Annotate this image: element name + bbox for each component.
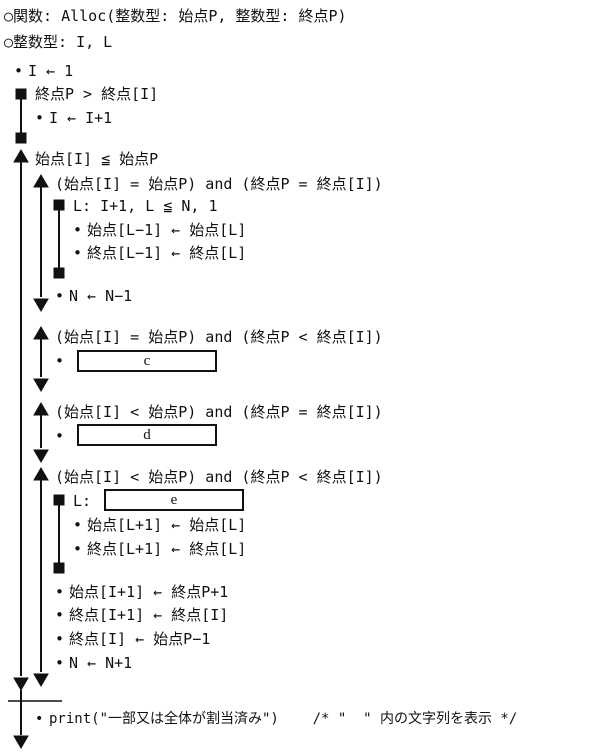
line-condition-1: 始点[I] ≦ 始点P	[35, 150, 159, 168]
line-assign-5: •始点[I+1] ← 終点P+1	[55, 583, 229, 601]
line-n-increment: •N ← N+1	[55, 654, 133, 672]
line-while-condition: 終点P > 終点[I]	[35, 85, 159, 103]
outer-branch-bottom-arrow	[13, 677, 29, 691]
else-bottom-arrow	[13, 735, 29, 749]
loop3-start-marker	[53, 494, 65, 506]
blank-box-c: c	[77, 350, 217, 372]
line-assign-2: •終点[L−1] ← 終点[L]	[73, 244, 247, 262]
line-loop-2-label: L:	[73, 492, 92, 510]
branch4-top-arrow	[33, 402, 49, 416]
line-condition-3: (始点[I] = 始点P) and (終点P < 終点[I])	[55, 328, 383, 346]
loop2-end-marker	[53, 267, 65, 279]
line-condition-4: (始点[I] < 始点P) and (終点P = 終点[I])	[55, 403, 383, 421]
loop1-end-marker	[15, 132, 27, 144]
line-assign-1: •始点[L−1] ← 始点[L]	[73, 221, 247, 239]
variable-declaration: ○整数型: I, L	[4, 33, 113, 51]
blank-box-e: e	[104, 489, 244, 511]
line-condition-5: (始点[I] < 始点P) and (終点P < 終点[I])	[55, 468, 383, 486]
line-loop-1: L: I+1, L ≦ N, 1	[73, 197, 218, 215]
branch5-bottom-arrow	[33, 673, 49, 687]
line-assign-7: •終点[I] ← 始点P−1	[55, 630, 211, 648]
branch3-top-arrow	[33, 326, 49, 340]
line-assign-6: •終点[I+1] ← 終点[I]	[55, 606, 229, 624]
line-init-i: •I ← 1	[14, 62, 74, 80]
loop2-start-marker	[53, 199, 65, 211]
line-n-decrement: •N ← N−1	[55, 287, 133, 305]
line-assign-4: •終点[L+1] ← 終点[L]	[73, 540, 247, 558]
branch5-top-arrow	[33, 467, 49, 481]
blank-box-d: d	[77, 424, 217, 446]
branch3-bottom-arrow	[33, 378, 49, 392]
line-print-statement: •print("一部又は全体が割当済み") /* " " 内の文字列を表示 */	[35, 711, 518, 727]
loop1-start-marker	[15, 88, 27, 100]
line-increment-i: •I ← I+1	[35, 109, 113, 127]
loop3-end-marker	[53, 562, 65, 574]
line-assign-3: •始点[L+1] ← 始点[L]	[73, 516, 247, 534]
outer-branch-top-arrow	[13, 149, 29, 163]
branch2-bottom-arrow	[33, 298, 49, 312]
branch4-bottom-arrow	[33, 449, 49, 463]
branch2-top-arrow	[33, 174, 49, 188]
line-condition-2: (始点[I] = 始点P) and (終点P = 終点[I])	[55, 175, 383, 193]
line-blank-c-bullet: •	[55, 352, 65, 370]
function-signature: ○関数: Alloc(整数型: 始点P, 整数型: 終点P)	[4, 7, 347, 25]
line-blank-d-bullet: •	[55, 427, 65, 445]
